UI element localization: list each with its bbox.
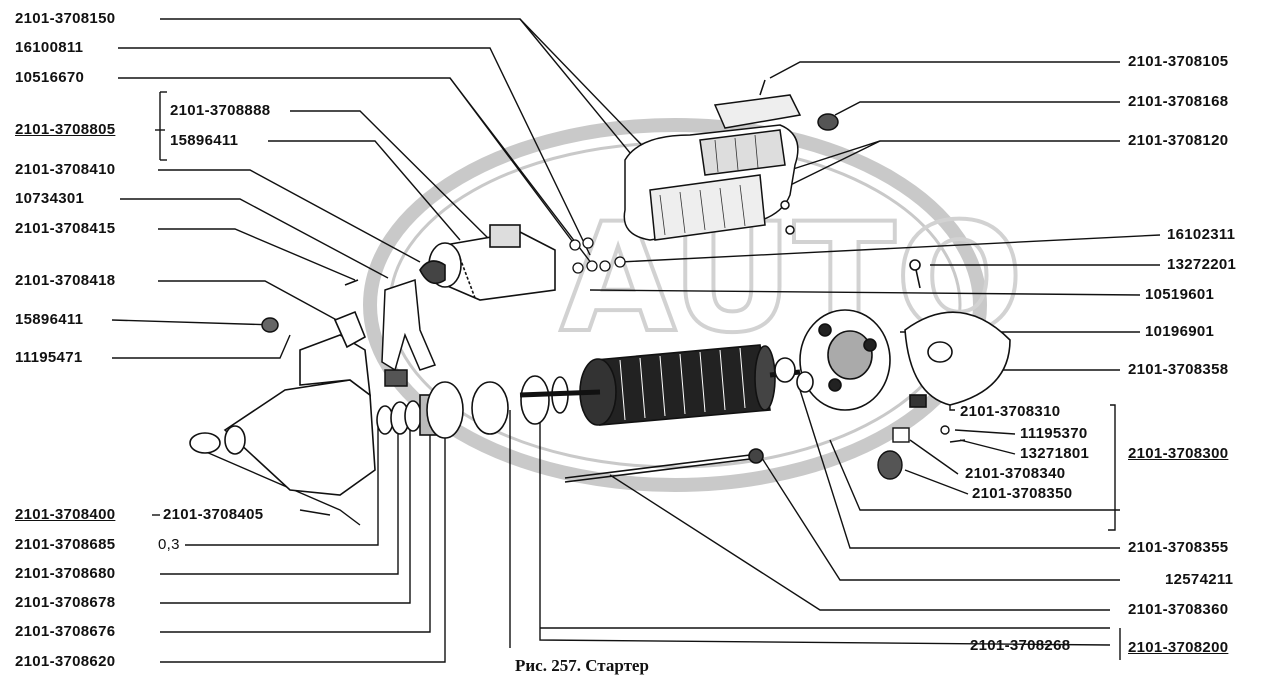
label-2101-3708360: 2101-3708360 (1128, 601, 1229, 618)
label-2101-3708310: 2101-3708310 (960, 403, 1061, 420)
label-2101-3708418: 2101-3708418 (15, 272, 116, 289)
label-2101-3708888: 2101-3708888 (170, 102, 271, 119)
label-15896411-top: 15896411 (170, 132, 239, 149)
label-13272201: 13272201 (1167, 256, 1237, 273)
label-10516670: 10516670 (15, 69, 85, 86)
label-12574211: 12574211 (1165, 571, 1234, 588)
label-11195370: 11195370 (1020, 425, 1088, 442)
drive-gear-drawing (376, 375, 569, 439)
armature-drawing (519, 344, 801, 426)
drive-housing-drawing (189, 310, 376, 496)
label-13271801: 13271801 (1020, 445, 1090, 462)
solenoid-relay-drawing (419, 224, 556, 301)
label-2101-3708105: 2101-3708105 (1128, 53, 1229, 70)
label-10519601: 10519601 (1145, 286, 1215, 303)
rear-cover-drawing (774, 309, 1011, 411)
label-2101-3708300: 2101-3708300 (1128, 445, 1229, 462)
label-2101-3708268: 2101-3708268 (970, 637, 1071, 654)
label-2101-3708120: 2101-3708120 (1128, 132, 1229, 149)
label-2101-3708676: 2101-3708676 (15, 623, 116, 640)
field-coils-drawing (623, 79, 839, 241)
label-2101-3708400: 2101-3708400 (15, 506, 116, 523)
label-2101-3708685: 2101-3708685 (15, 536, 116, 553)
label-2101-3708805: 2101-3708805 (15, 121, 116, 138)
label-2101-3708350: 2101-3708350 (972, 485, 1073, 502)
figure-caption: Рис. 257. Стартер (515, 656, 649, 675)
label-2101-3708620: 2101-3708620 (15, 653, 116, 670)
label-2101-3708358: 2101-3708358 (1128, 361, 1229, 378)
label-2101-3708680: 2101-3708680 (15, 565, 116, 582)
label-2101-3708415: 2101-3708415 (15, 220, 116, 237)
label-15896411: 15896411 (15, 311, 84, 328)
label-2101-3708678: 2101-3708678 (15, 594, 116, 611)
tie-bolt-drawing (564, 259, 921, 483)
label-2101-3708340: 2101-3708340 (965, 465, 1066, 482)
label-16102311: 16102311 (1167, 226, 1236, 243)
solenoid-nuts-drawing (569, 237, 626, 274)
label-2101-3708405: 2101-3708405 (163, 506, 264, 523)
leader-lines (111, 18, 1161, 663)
label-2101-3708200: 2101-3708200 (1128, 639, 1229, 656)
label-10196901: 10196901 (1145, 323, 1215, 340)
label-2101-3708355: 2101-3708355 (1128, 539, 1229, 556)
label-2101-3708410: 2101-3708410 (15, 161, 116, 178)
label-10734301: 10734301 (15, 190, 85, 207)
label-11195471: 11195471 (15, 349, 83, 366)
label-shim-thickness: 0,3 (158, 536, 180, 553)
label-2101-3708168: 2101-3708168 (1128, 93, 1229, 110)
label-2101-3708150: 2101-3708150 (15, 10, 116, 27)
label-16100811: 16100811 (15, 39, 84, 56)
brush-parts-drawing (877, 425, 966, 480)
lever-parts-drawing (261, 278, 437, 387)
